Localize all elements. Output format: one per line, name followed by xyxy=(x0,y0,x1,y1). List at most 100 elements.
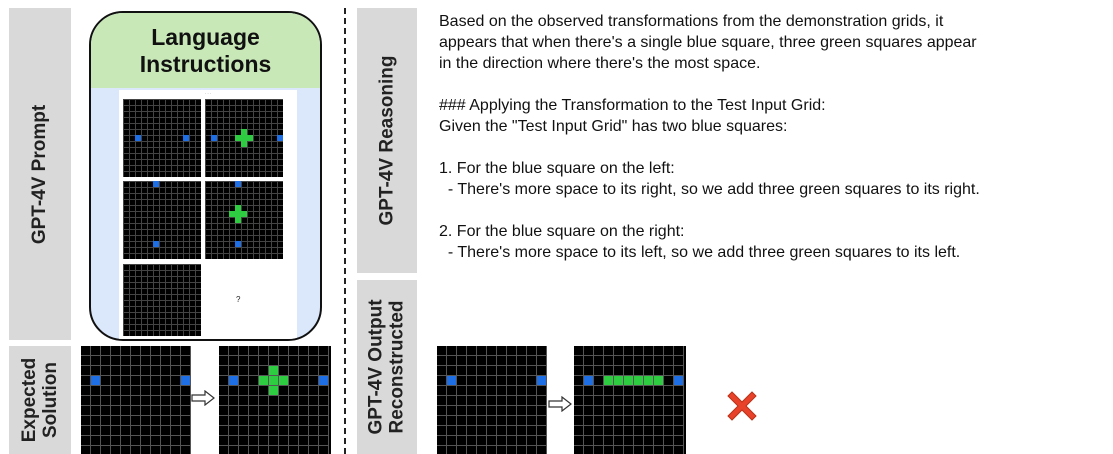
grid-cell xyxy=(150,355,161,366)
grid-cell xyxy=(673,435,684,446)
grid-cell xyxy=(180,435,191,446)
grid-cell xyxy=(623,415,634,426)
grid-cell xyxy=(574,375,584,386)
reasoning-line: ### Applying the Transformation to the T… xyxy=(439,97,826,114)
grid-cell xyxy=(466,425,477,436)
grid-cell xyxy=(228,375,239,386)
grid-cell xyxy=(613,375,624,386)
grid-cell xyxy=(603,435,614,446)
thumbnail-cell xyxy=(241,135,247,141)
grid-cell xyxy=(673,415,684,426)
grid-cell xyxy=(150,405,161,416)
grid-cell xyxy=(446,355,457,366)
grid-cell xyxy=(120,346,131,356)
grid-cell xyxy=(643,435,654,446)
grid-cell xyxy=(288,346,299,356)
grid-cell xyxy=(81,445,91,454)
grid-cell xyxy=(663,425,674,436)
grid-cell xyxy=(673,355,684,366)
grid-cell xyxy=(110,385,121,396)
grid-cell xyxy=(288,415,299,426)
expected-output-grid xyxy=(219,346,331,454)
grid-cell xyxy=(120,375,131,386)
grid-cell xyxy=(456,385,467,396)
grid-cell xyxy=(81,395,91,406)
grid-cell xyxy=(526,395,537,406)
grid-cell xyxy=(613,405,624,416)
grid-cell xyxy=(583,346,594,356)
grid-cell xyxy=(238,415,249,426)
grid-cell xyxy=(476,346,487,356)
grid-cell xyxy=(496,435,507,446)
grid-cell xyxy=(643,445,654,454)
grid-cell xyxy=(238,346,249,356)
grid-cell xyxy=(437,375,447,386)
reasoning-line xyxy=(439,137,1109,158)
grid-cell xyxy=(574,445,584,454)
grid-cell xyxy=(140,415,151,426)
grid-cell xyxy=(278,435,289,446)
grid-cell xyxy=(180,375,191,386)
grid-cell xyxy=(170,415,181,426)
grid-cell xyxy=(663,415,674,426)
grid-cell xyxy=(120,415,131,426)
gpt4v-output-grid xyxy=(574,346,686,454)
grid-cell xyxy=(613,425,624,436)
grid-cell xyxy=(268,375,279,386)
grid-cell xyxy=(593,346,604,356)
thumbnail-grid xyxy=(123,99,201,177)
grid-cell xyxy=(140,395,151,406)
grid-cell xyxy=(486,395,497,406)
column-divider xyxy=(344,8,346,454)
grid-cell xyxy=(130,435,141,446)
grid-cell xyxy=(120,425,131,436)
grid-cell xyxy=(219,385,229,396)
grid-cell xyxy=(248,425,259,436)
grid-cell xyxy=(298,395,309,406)
grid-cell xyxy=(456,346,467,356)
grid-cell xyxy=(506,385,517,396)
grid-cell xyxy=(593,435,604,446)
grid-cell xyxy=(258,395,269,406)
grid-cell xyxy=(633,385,644,396)
grid-cell xyxy=(288,395,299,406)
grid-cell xyxy=(110,375,121,386)
grid-cell xyxy=(476,425,487,436)
grid-cell xyxy=(446,375,457,386)
grid-cell xyxy=(238,425,249,436)
grid-cell xyxy=(170,375,181,386)
grid-cell xyxy=(308,355,319,366)
reasoning-line xyxy=(439,200,1109,221)
grid-cell xyxy=(100,355,111,366)
grid-cell xyxy=(298,435,309,446)
grid-cell xyxy=(496,425,507,436)
grid-cell xyxy=(663,355,674,366)
grid-cell xyxy=(219,375,229,386)
grid-cell xyxy=(437,445,447,454)
grid-cell xyxy=(268,425,279,436)
grid-cell xyxy=(633,346,644,356)
grid-cell xyxy=(150,395,161,406)
grid-cell xyxy=(574,415,584,426)
thumbnail-grid xyxy=(123,181,201,259)
grid-cell xyxy=(180,355,191,366)
thumbnail-cell xyxy=(235,181,241,187)
right-arrow-icon xyxy=(191,390,215,406)
grid-cell xyxy=(110,355,121,366)
grid-cell xyxy=(228,415,239,426)
grid-cell xyxy=(150,385,161,396)
grid-cell xyxy=(180,415,191,426)
grid-cell xyxy=(258,385,269,396)
grid-cell xyxy=(613,385,624,396)
thumbnail-grid xyxy=(205,99,283,177)
grid-cell xyxy=(506,375,517,386)
grid-cell xyxy=(170,346,181,356)
expected-label-line1: Expected xyxy=(19,357,41,443)
output-label-line1: GPT-4V Output xyxy=(366,299,388,435)
grid-cell xyxy=(298,385,309,396)
grid-cell xyxy=(437,405,447,416)
grid-cell xyxy=(268,385,279,396)
thumbnail-grid xyxy=(123,264,201,336)
grid-cell xyxy=(526,415,537,426)
